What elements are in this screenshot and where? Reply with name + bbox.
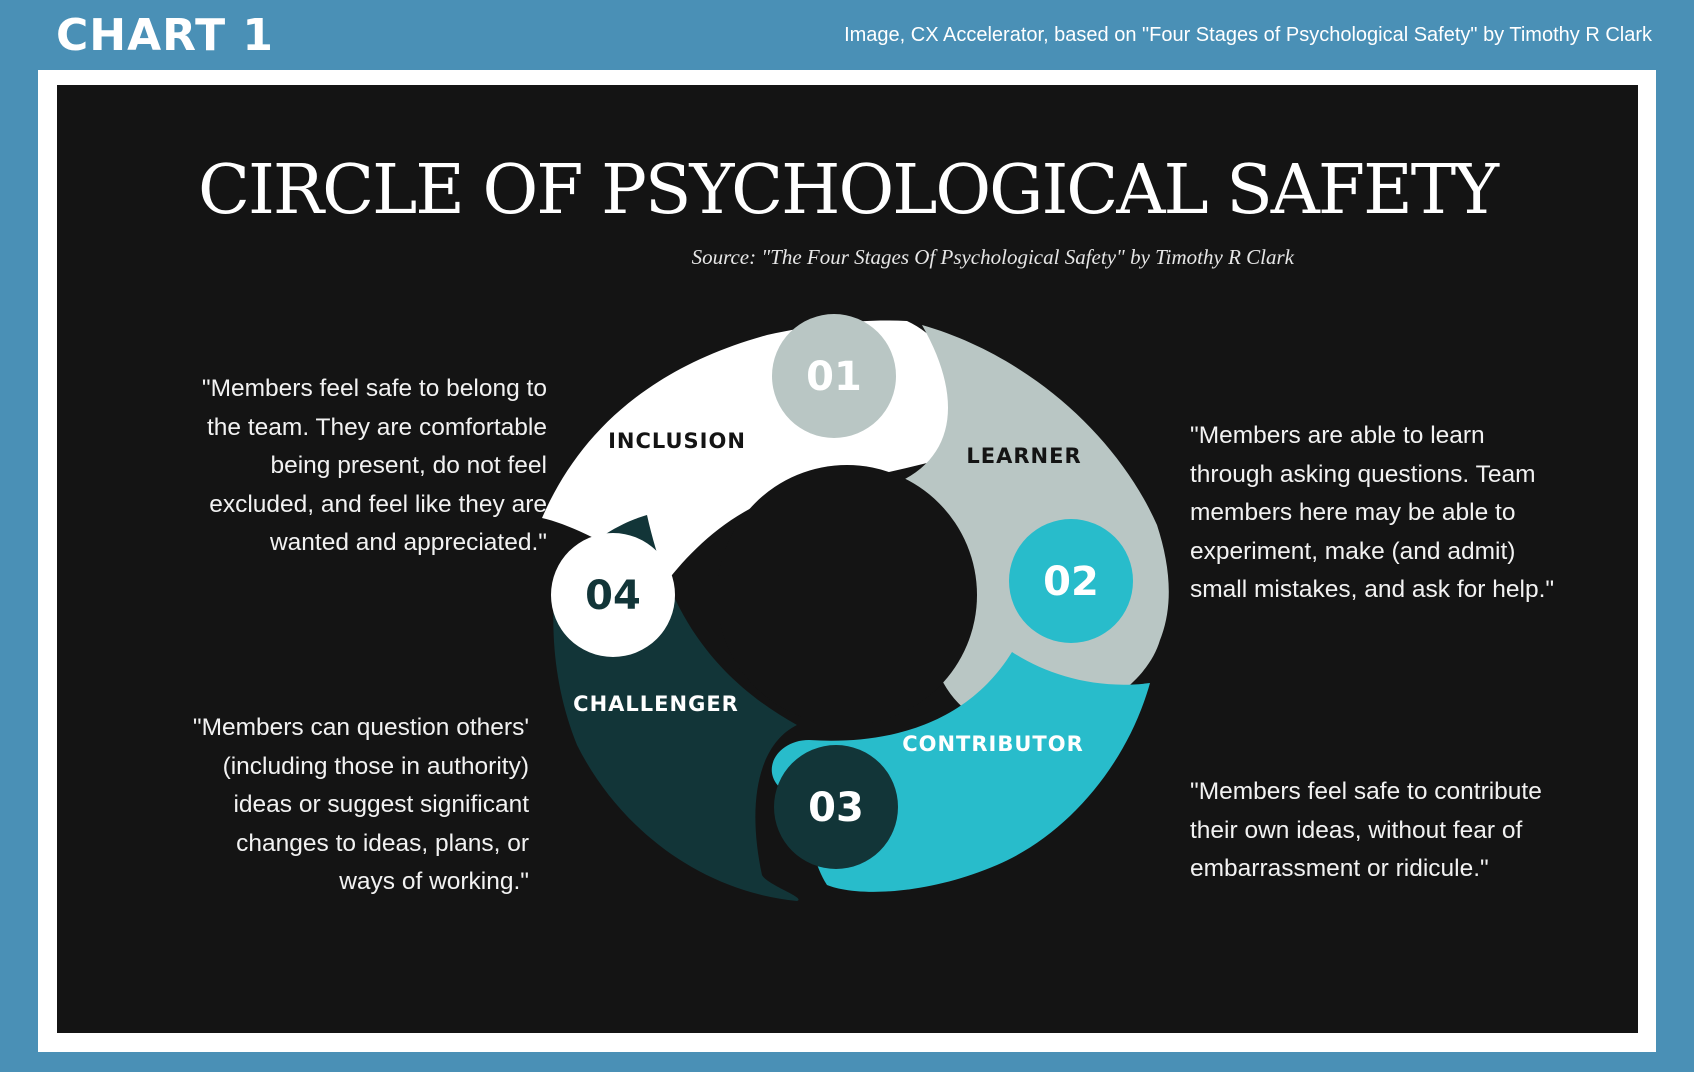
quote-challenger: "Members can question others' (including… (97, 709, 529, 902)
quote-line: ideas or suggest significant (233, 791, 529, 818)
quote-line: (including those in authority) (222, 752, 529, 780)
quote-line: their own ideas, without fear of (1190, 816, 1523, 844)
quote-line: members here may be able to (1190, 499, 1516, 526)
quote-line: ways of working." (339, 868, 529, 895)
quote-line: experiment, make (and admit) (1190, 537, 1516, 565)
quote-learner: "Members are able to learn through askin… (1190, 417, 1610, 610)
stage-label-inclusion: INCLUSION (608, 429, 746, 453)
infographic-panel: CIRCLE OF PSYCHOLOGICAL SAFETY Source: "… (57, 85, 1638, 1033)
quote-line: small mistakes, and ask for help." (1190, 576, 1555, 603)
infographic-title: CIRCLE OF PSYCHOLOGICAL SAFETY (198, 151, 1499, 230)
stage-label-contributor: CONTRIBUTOR (902, 732, 1084, 756)
quote-line: embarrassment or ridicule." (1190, 855, 1489, 882)
image-credit: Image, CX Accelerator, based on "Four St… (844, 24, 1652, 46)
stage-label-challenger: CHALLENGER (573, 692, 739, 716)
chart-label: CHART 1 (56, 10, 275, 61)
quote-line: excluded, and feel like they are (209, 490, 547, 518)
psych-safety-cycle-diagram: 01 02 03 04 INCLUSION LEARNER CONTRIBUTO… (542, 314, 1169, 901)
quote-line: "Members feel safe to belong to (201, 375, 547, 402)
center-hub (717, 465, 977, 725)
quote-line: "Members can question others' (192, 714, 529, 741)
stage-number-02: 02 (1043, 559, 1099, 605)
stage-number-01: 01 (806, 354, 862, 400)
source-citation: Source: "The Four Stages Of Psychologica… (691, 245, 1294, 269)
stage-label-learner: LEARNER (966, 444, 1081, 468)
stage-circle-03 (774, 745, 898, 869)
stage-circle-04 (551, 533, 675, 657)
quote-line: "Members feel safe to contribute (1190, 778, 1542, 805)
stage-number-04: 04 (585, 573, 641, 619)
quote-line: the team. They are comfortable (207, 413, 547, 441)
quote-line: through asking questions. Team (1190, 460, 1536, 488)
stage-circle-01 (772, 314, 896, 438)
quote-line: "Members are able to learn (1190, 422, 1485, 449)
quote-line: wanted and appreciated." (269, 529, 547, 556)
quote-line: being present, do not feel (270, 452, 547, 479)
stage-number-03: 03 (808, 785, 864, 831)
quote-inclusion: "Members feel safe to belong to the team… (97, 370, 547, 563)
quote-contributor: "Members feel safe to contribute their o… (1190, 773, 1610, 889)
quote-line: changes to ideas, plans, or (236, 829, 529, 857)
stage-circle-02 (1009, 519, 1133, 643)
